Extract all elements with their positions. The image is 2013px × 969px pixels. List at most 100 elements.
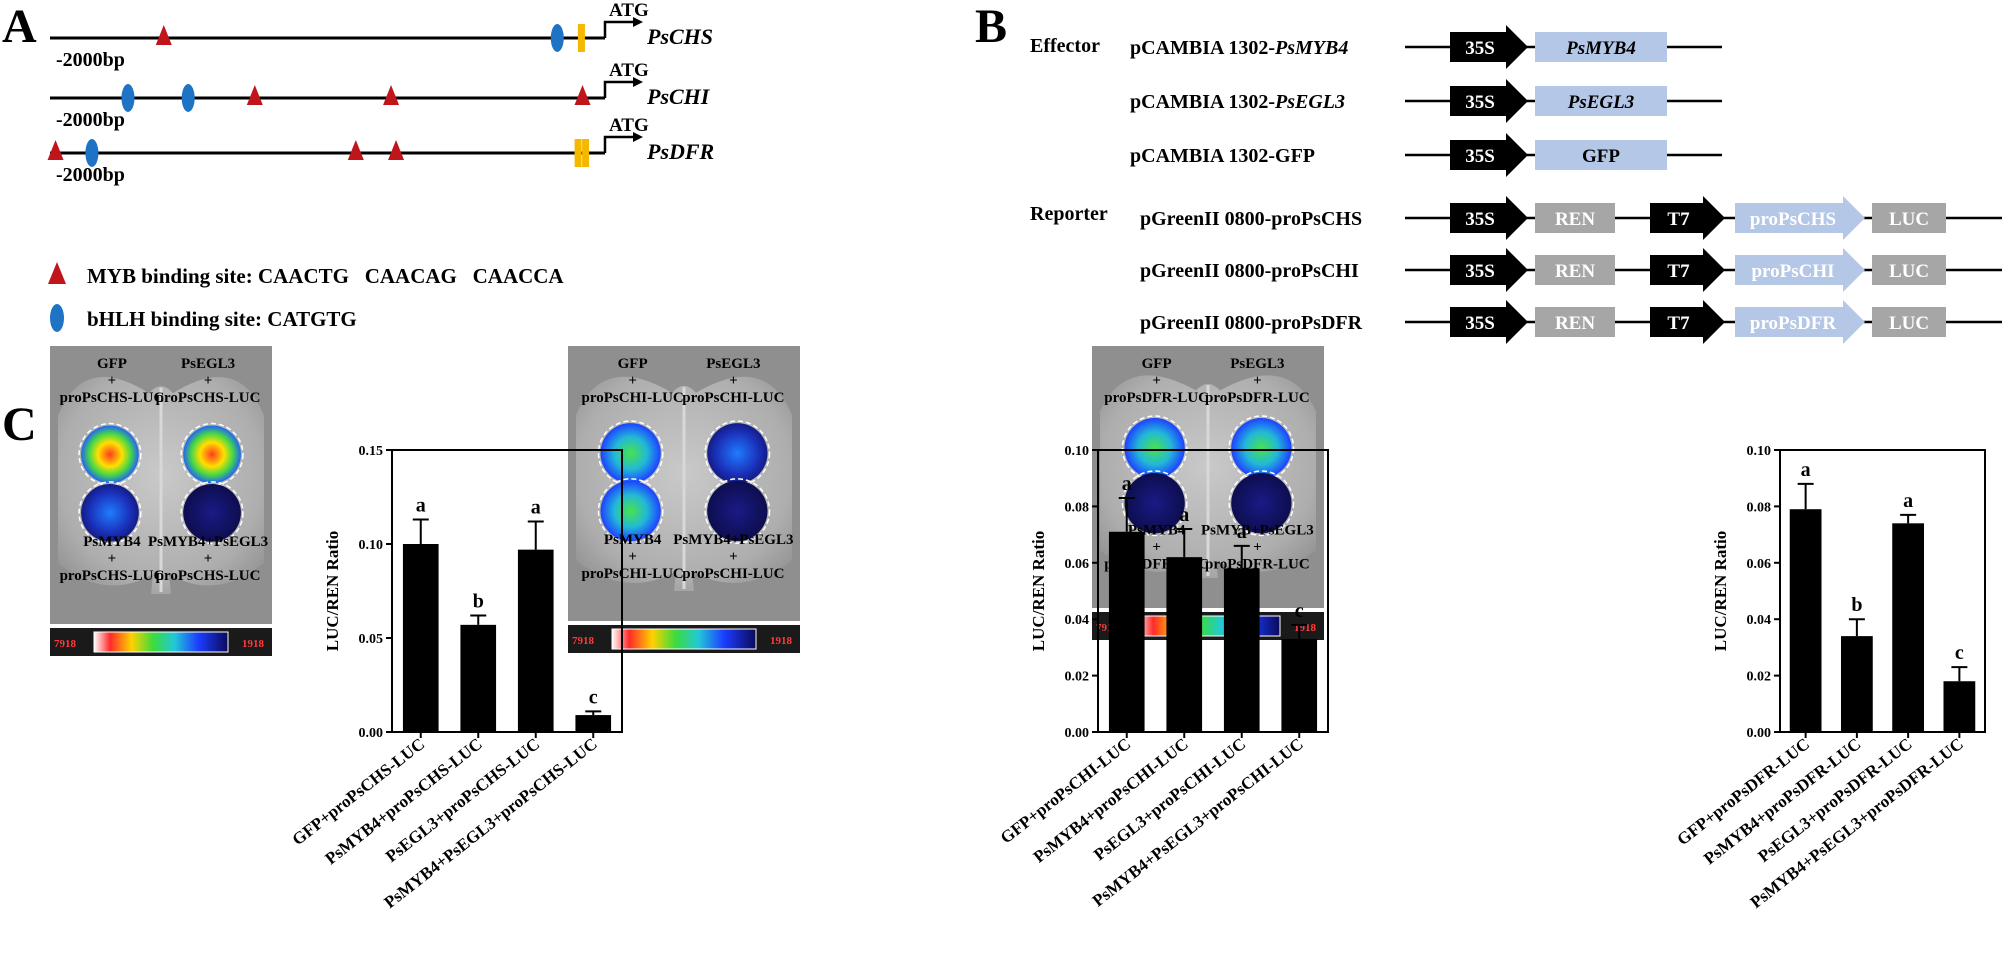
legend-label: bHLH binding site: CATGTG [87,307,357,331]
luciferase-spot [183,483,241,542]
effector-gene: PsMYB4 [1274,37,1348,59]
atg-label: ATG [609,60,649,81]
luciferase-spot [707,480,768,542]
luciferase-spot [600,480,661,542]
promoter-35s-arrow-label: 35S [1465,313,1495,334]
panel-label-b: B [975,0,1007,53]
y-tick-label: 0.10 [1747,444,1772,459]
leaf-label: + [1152,373,1161,389]
bar [1108,531,1145,732]
luciferase-spot [707,423,768,484]
promoter-35s-arrow [1450,79,1528,123]
legend-bhlh-icon [50,304,64,332]
luciferase-spot [1124,473,1185,534]
effector-prefix: pCAMBIA 1302- [1130,91,1275,113]
leaf-label: + [108,373,117,389]
y-tick-label: 0.06 [1065,557,1090,572]
luciferase-spot [81,425,139,484]
promoter-start-label: -2000bp [56,164,125,186]
significance-letter: c [1295,600,1304,622]
leaf-label: PsMYB4 [604,532,662,548]
promoter-35s-arrow-label: 35S [1465,209,1495,230]
y-axis-label: LUC/REN Ratio [323,531,342,651]
leaf-label: proPsCHI-LUC [682,390,784,406]
bhlh-site-marker [121,84,135,112]
reporter-promoter-arrow [1735,248,1865,292]
leaf-label: proPsCHS-LUC [156,568,261,584]
effector-cds-box [1535,140,1667,170]
luc-box [1872,255,1946,285]
luc-box-label: LUC [1889,209,1929,230]
leaf-label: + [204,551,213,567]
bar [1223,568,1260,732]
luciferase-spot [1231,473,1292,534]
leaf-label: + [1253,540,1262,556]
bhlh-site-marker [550,24,564,52]
ren-box-label: REN [1555,313,1595,334]
leaf-label: proPsDFR-LUC [1104,390,1209,406]
leaf-label: GFP [97,356,127,372]
ren-box [1535,307,1615,337]
scale-max-label: 1918 [1294,622,1317,634]
x-category-label: PsMYB4+PsEGL3+proPsCHI-LUC [1089,734,1307,910]
y-tick-label: 0.04 [1065,613,1090,628]
gbox-site-marker [577,24,585,52]
promoter-35s-arrow [1450,196,1528,240]
leaf-label: proPsCHI-LUC [582,390,684,406]
promoter-t7-arrow [1650,196,1725,240]
luciferase-spot [81,483,139,542]
promoter-35s-arrow [1450,133,1528,177]
effector-cds-box [1535,32,1667,62]
y-tick-label: 0.04 [1747,613,1772,628]
leaf-label: + [1253,373,1262,389]
plot-frame [1779,449,1986,733]
infiltration-circle [597,478,664,544]
significance-letter: b [473,590,484,612]
tss-arrow [603,135,635,153]
myb-site-marker [383,85,400,105]
leaf-label: PsEGL3 [181,356,235,372]
promoter-35s-arrow-label: 35S [1465,38,1495,59]
significance-letter: a [1903,490,1913,512]
luciferase-spot [183,425,241,484]
reporter-name: pGreenII 0800-proPsCHS [1140,208,1362,230]
luc-box-label: LUC [1889,313,1929,334]
leaf-label: PsEGL3 [706,356,760,372]
significance-letter: a [1179,504,1189,526]
promoter-35s-arrow [1450,300,1528,344]
promoter-t7-arrow-label: T7 [1667,261,1690,282]
promoter-t7-arrow-label: T7 [1667,313,1690,334]
ren-box [1535,203,1615,233]
leaf-label: + [729,373,738,389]
promoter-gene-label: PsCHI [646,84,711,109]
tss-arrow [603,80,635,98]
myb-site-marker [47,140,64,160]
ren-box-label: REN [1555,209,1595,230]
leaf-label: + [1152,540,1161,556]
effector-prefix: pCAMBIA 1302- [1130,145,1275,167]
luciferase-spot [1231,418,1292,479]
promoter-t7-arrow [1650,300,1725,344]
leaf-label: PsMYB4 [83,534,141,550]
bar [1789,509,1822,732]
bhlh-site-marker [85,139,99,167]
promoter-35s-arrow [1450,25,1528,69]
infiltration-circle [1228,470,1295,537]
significance-letter: a [1801,459,1811,481]
myb-site-marker [246,85,263,105]
legend-myb-icon [48,262,66,284]
significance-letter: b [1851,594,1862,616]
reporter-promoter-label: proPsDFR [1750,313,1836,334]
effector-prefix: pCAMBIA 1302- [1130,37,1275,59]
panel-label-a: A [2,0,37,53]
promoter-35s-arrow-label: 35S [1465,261,1495,282]
leaf-label: GFP [618,356,648,372]
infiltration-circle [180,481,244,545]
reporter-promoter-label: proPsCHS [1750,209,1836,230]
promoter-35s-arrow-label: 35S [1465,92,1495,113]
significance-letter: a [1237,521,1247,543]
luc-box-label: LUC [1889,261,1929,282]
